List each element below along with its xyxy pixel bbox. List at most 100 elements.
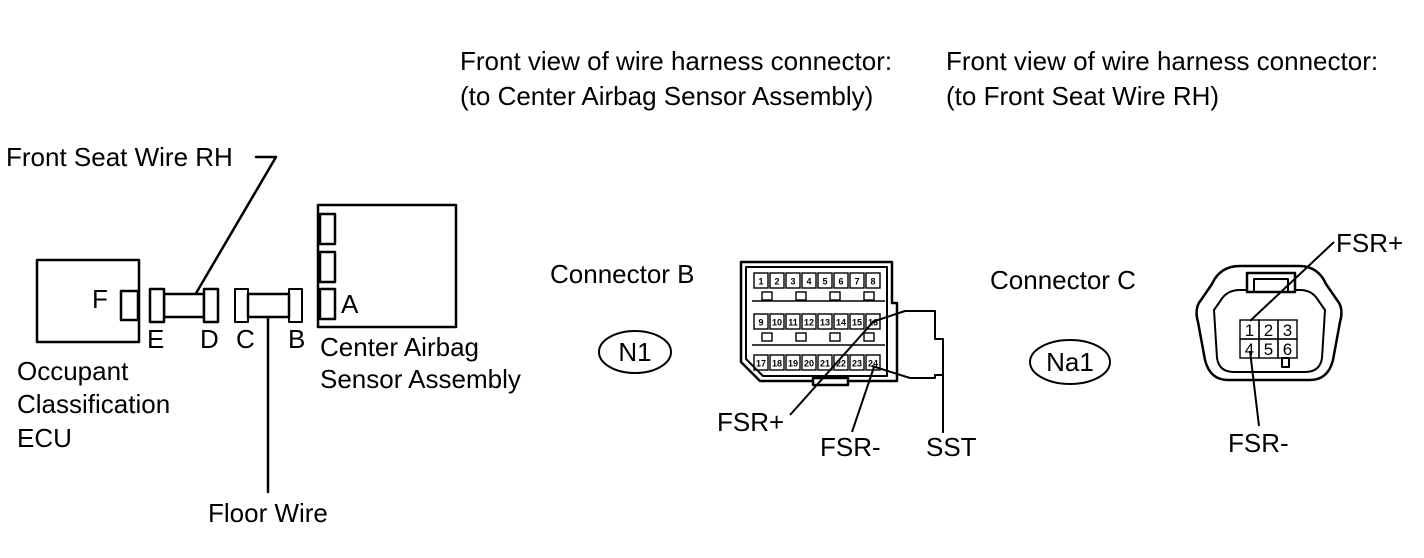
connector-d-plug (202, 287, 220, 324)
pin-4: 4 (801, 272, 817, 289)
connector-c-fsr-plus-label: FSR+ (1336, 228, 1403, 258)
svg-text:17: 17 (756, 359, 766, 369)
svg-text:5: 5 (1264, 340, 1273, 359)
wiring-overview: Front Seat Wire RH F Occupant Classifica… (6, 142, 521, 528)
connector-c-fsr-plus-leader (1249, 241, 1335, 322)
connector-c-section: Connector C Na1 1 2 3 4 5 6 FSR+ FSR- (990, 228, 1403, 458)
svg-text:1: 1 (758, 277, 763, 287)
terminal-socket (829, 332, 841, 342)
svg-text:1: 1 (1245, 321, 1254, 340)
pin-6: 6 (833, 272, 849, 289)
connector-c-plug (234, 288, 249, 323)
pin-10: 10 (769, 313, 785, 330)
svg-text:22: 22 (836, 359, 846, 369)
svg-text:6: 6 (838, 277, 843, 287)
connector-b-view-title: Front view of wire harness connector: (t… (460, 46, 892, 111)
connector-b-label: Connector B (550, 259, 695, 289)
pin-23: 23 (849, 354, 865, 371)
front-seat-wire-body (162, 292, 206, 319)
connector-b-letter: B (288, 324, 305, 354)
svg-text:3: 3 (1283, 321, 1292, 340)
connector-c-fsr-minus-leader (1249, 350, 1260, 427)
svg-text:12: 12 (804, 318, 814, 328)
svg-text:18: 18 (772, 359, 782, 369)
pin-11: 11 (785, 313, 801, 330)
svg-text:Classification: Classification (17, 389, 170, 419)
connector-f-housing (119, 289, 140, 322)
pin-5: 5 (817, 272, 833, 289)
svg-text:2: 2 (1264, 321, 1273, 340)
svg-text:(to Front Seat Wire RH): (to Front Seat Wire RH) (946, 81, 1219, 111)
front-seat-wire-label: Front Seat Wire RH (6, 142, 233, 172)
svg-text:8: 8 (870, 277, 875, 287)
connector-b-pins: 1 2 3 4 5 6 7 8 9 10 11 12 13 14 15 16 1… (753, 272, 881, 371)
svg-text:20: 20 (804, 359, 814, 369)
center-sensor-slot-2 (318, 250, 337, 284)
svg-text:Front view of wire harness con: Front view of wire harness connector: (946, 46, 1378, 76)
connector-e-letter: E (147, 324, 164, 354)
svg-text:13: 13 (820, 318, 830, 328)
pin-17: 17 (753, 354, 769, 371)
svg-text:14: 14 (836, 318, 846, 328)
connector-c-code-oval (1029, 339, 1111, 385)
terminal-socket (795, 291, 807, 301)
sst-tool (871, 310, 944, 433)
fsr-plus-leader (789, 321, 874, 416)
connector-b-section: Connector B N1 1 2 3 4 5 6 7 (550, 259, 977, 462)
pin-7: 7 (849, 272, 865, 289)
svg-text:9: 9 (758, 318, 763, 328)
connector-c-housing (1195, 264, 1343, 382)
terminal-socket (863, 291, 875, 301)
pin-9: 9 (753, 313, 769, 330)
fsr-minus-leader (851, 366, 875, 433)
center-sensor-slot-1 (318, 212, 337, 246)
svg-text:21: 21 (820, 359, 830, 369)
pin-20: 20 (801, 354, 817, 371)
pin-8: 8 (865, 272, 881, 289)
pin-c6: 6 (1277, 338, 1298, 359)
connector-c-pins: 1 2 3 4 5 6 (1239, 319, 1298, 359)
connector-b-fsr-plus-label: FSR+ (717, 407, 784, 437)
svg-text:Front view of wire harness con: Front view of wire harness connector: (460, 46, 892, 76)
connector-b-body (739, 260, 899, 383)
floor-wire-label: Floor Wire (208, 498, 328, 528)
connector-e-plug (148, 287, 166, 324)
connector-c-code: Na1 (1046, 347, 1094, 377)
pin-19: 19 (785, 354, 801, 371)
terminal-socket (761, 291, 773, 301)
connector-b-plug (288, 288, 303, 323)
connector-b-fsr-minus-label: FSR- (820, 432, 881, 462)
svg-text:Sensor Assembly: Sensor Assembly (320, 364, 521, 394)
terminal-socket (863, 332, 875, 342)
connector-c-view-title: Front view of wire harness connector: (t… (946, 46, 1378, 111)
connector-b-latch (811, 376, 850, 387)
center-sensor-box (316, 203, 458, 329)
terminal-socket (795, 332, 807, 342)
center-sensor-label: Center Airbag Sensor Assembly (320, 332, 521, 394)
svg-text:Occupant: Occupant (17, 356, 129, 386)
pin-13: 13 (817, 313, 833, 330)
occupant-ecu-label: Occupant Classification ECU (17, 356, 170, 453)
svg-text:4: 4 (806, 277, 811, 287)
pin-12: 12 (801, 313, 817, 330)
svg-text:24: 24 (868, 359, 878, 369)
connector-d-letter: D (200, 324, 219, 354)
svg-text:3: 3 (790, 277, 795, 287)
pin-14: 14 (833, 313, 849, 330)
connector-c-fsr-minus-label: FSR- (1228, 428, 1289, 458)
connector-f-letter: F (92, 284, 108, 314)
connector-c-label: Connector C (990, 265, 1136, 295)
connector-a-housing (318, 287, 337, 321)
terminal-socket (761, 332, 773, 342)
svg-text:11: 11 (788, 318, 798, 328)
svg-text:ECU: ECU (17, 423, 72, 453)
pin-2: 2 (769, 272, 785, 289)
pin-1: 1 (753, 272, 769, 289)
pin-15: 15 (849, 313, 865, 330)
svg-text:6: 6 (1283, 340, 1292, 359)
svg-text:(to Center Airbag Sensor Assem: (to Center Airbag Sensor Assembly) (460, 81, 873, 111)
connector-b-code: N1 (618, 337, 651, 367)
pin-18: 18 (769, 354, 785, 371)
terminal-socket (829, 291, 841, 301)
